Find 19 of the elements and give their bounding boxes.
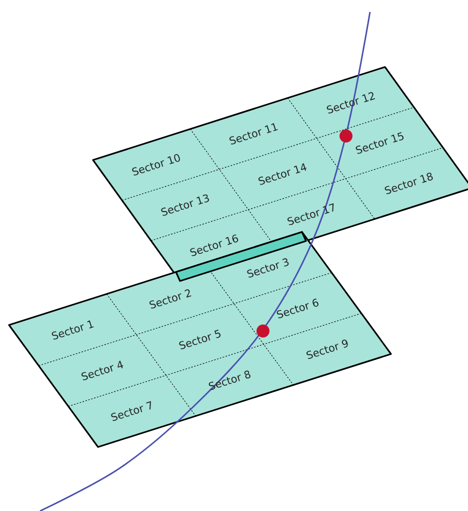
sector-label: Sector 7 [111,401,151,421]
sector-label: Sector 8 [208,370,250,390]
sector-label: Sector 10 [132,154,180,176]
sector-label: Sector 3 [247,258,289,278]
sector-label: Sector 16 [190,234,238,256]
sector-label: Sector 6 [276,298,318,318]
sector-label: Sector 18 [384,172,433,194]
sector-label: Sector 1 [52,320,94,340]
sector-label: Sector 17 [287,203,334,226]
sector-label: Sector 14 [258,163,307,185]
plane [8,231,392,448]
sector-label: Sector 9 [306,340,348,359]
sector-label: Sector 11 [229,123,278,144]
sector-label: Sector 2 [149,289,192,309]
sector-label: Sector 12 [326,92,375,114]
sector-label: Sector 13 [161,194,209,216]
sector-label: Sector 4 [81,360,124,380]
sector-label: Sector 5 [179,330,221,350]
sector-label: Sector 15 [356,132,404,154]
